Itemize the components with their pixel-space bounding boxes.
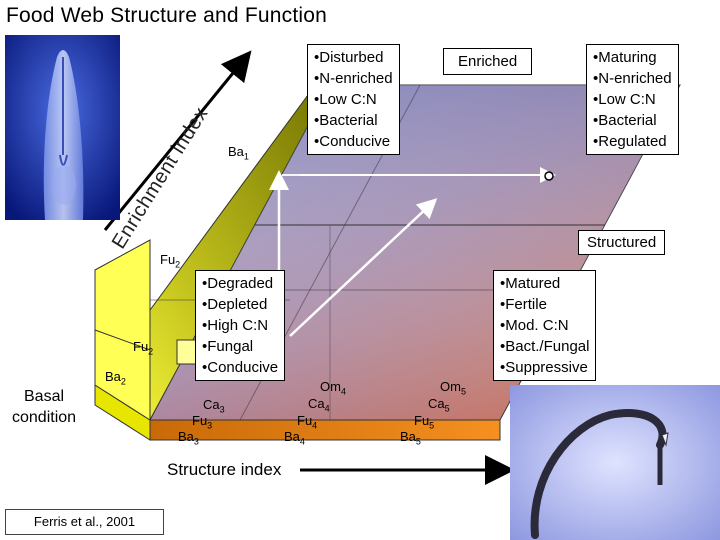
- nematode-tail-photo: [510, 385, 720, 540]
- degraded-quadrant-box: •Degraded •Depleted •High C:N •Fungal •C…: [195, 270, 286, 381]
- guild-label-om4: Om4: [320, 379, 346, 397]
- trajectory-arrow: [289, 198, 438, 337]
- basal-panel: [94, 239, 151, 421]
- guild-label-fu4: Fu4: [297, 413, 318, 431]
- reference-point: [544, 171, 554, 181]
- maturing-quadrant-box: •Maturing •N-enriched •Low C:N •Bacteria…: [586, 44, 679, 155]
- structure-index-label: Structure index: [167, 460, 282, 479]
- guild-label-ca4: Ca4: [308, 396, 330, 414]
- enriched-label: Enriched: [443, 48, 533, 75]
- grid-line: [94, 329, 151, 351]
- guild-label-ca5: Ca5: [428, 396, 450, 414]
- matured-quadrant-box: •Matured •Fertile •Mod. C:N •Bact./Funga…: [493, 270, 597, 381]
- citation-box: Ferris et al., 2001: [5, 509, 164, 535]
- guild-label-ba2: Ba2: [105, 369, 126, 387]
- disturbed-quadrant-box: •Disturbed •N-enriched •Low C:N •Bacteri…: [307, 44, 400, 155]
- nematode-head-photo: [5, 35, 120, 220]
- guild-label-fu3: Fu3: [192, 413, 213, 431]
- guild-label-ba3: Ba3: [178, 429, 199, 447]
- guild-label-ca3: Ca3: [203, 397, 225, 415]
- structured-label: Structured: [578, 230, 666, 255]
- enrichment-axis-arrow: [103, 50, 252, 231]
- nematode-curled-micrograph-icon: [510, 385, 720, 540]
- basal-condition-label: Basal condition: [12, 388, 77, 426]
- guild-label-fu2-mid: Fu2: [133, 339, 154, 357]
- guild-label-ba4: Ba4: [284, 429, 305, 447]
- guild-label-ba5: Ba5: [400, 429, 421, 447]
- guild-label-om5: Om5: [440, 379, 466, 397]
- guild-label-ba1: Ba1: [228, 144, 249, 162]
- guild-label-fu2-top: Fu2: [160, 252, 181, 270]
- page-title: Food Web Structure and Function: [6, 4, 327, 27]
- guild-label-fu5: Fu5: [414, 413, 435, 431]
- small-marker-box: [176, 339, 198, 365]
- nematode-head-micrograph-icon: [5, 35, 120, 220]
